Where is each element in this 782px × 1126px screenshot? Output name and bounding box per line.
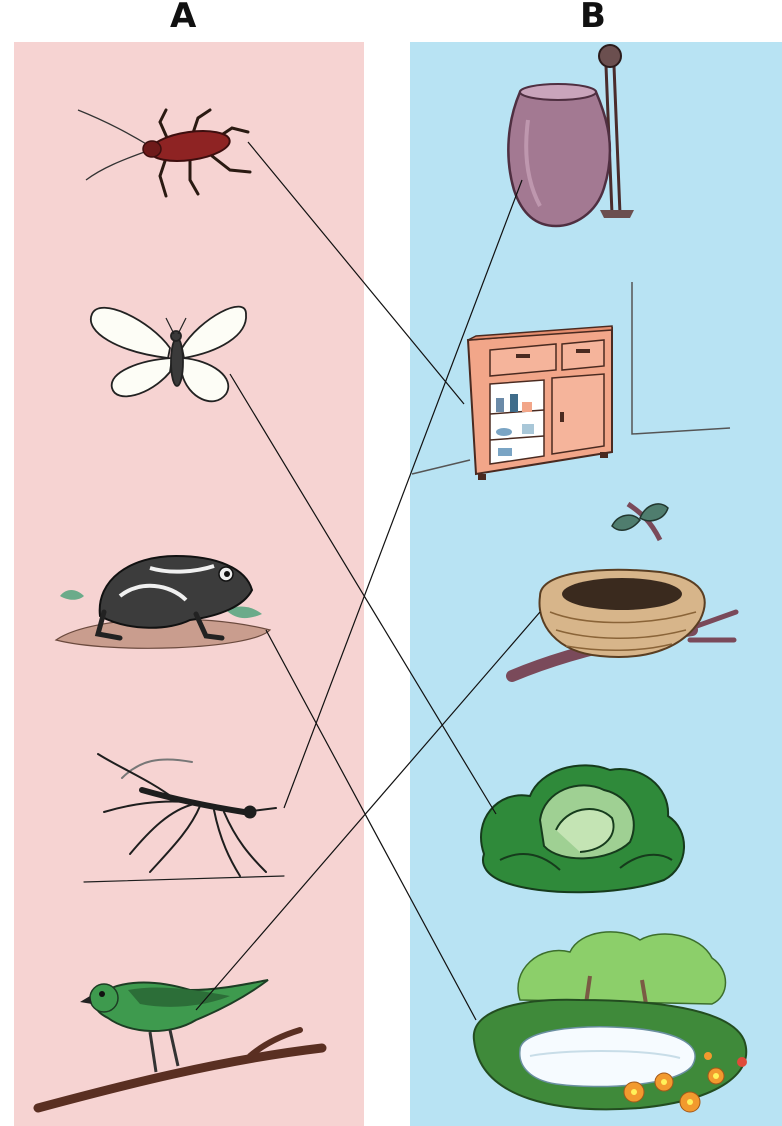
connector-mosquito-jar (284, 180, 522, 808)
toad-icon (56, 556, 270, 648)
connector-cockroach-cupboard (248, 142, 464, 404)
connector-butterfly-cabbage (230, 374, 496, 814)
connector-toad-pond (266, 630, 476, 1020)
bird-icon (38, 980, 322, 1108)
mosquito-icon (84, 754, 284, 882)
pond-icon (474, 932, 747, 1112)
cupboard-icon (412, 282, 730, 480)
cockroach-icon (78, 110, 250, 196)
water-jar-icon (508, 45, 634, 226)
butterfly-icon (91, 307, 246, 402)
nest-icon (512, 504, 736, 676)
cabbage-icon (481, 765, 684, 892)
